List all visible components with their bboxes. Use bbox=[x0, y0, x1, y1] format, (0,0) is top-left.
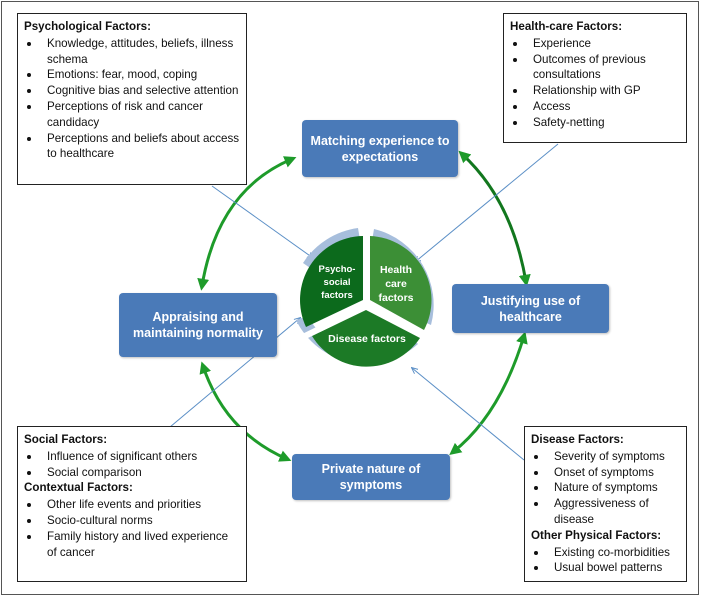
pie-psycho-line1: Psycho- bbox=[319, 264, 356, 275]
social-factors-box: Social Factors: Influence of significant… bbox=[17, 426, 247, 582]
pie-separator-left bbox=[301, 303, 368, 340]
disease-factors-box: Disease Factors: Severity of symptoms On… bbox=[524, 426, 687, 582]
pie-separator-right bbox=[364, 303, 430, 340]
healthcare-title: Health-care Factors: bbox=[510, 20, 623, 33]
contextual-list: Other life events and priorities Socio-c… bbox=[24, 497, 240, 560]
pie-psychosocial bbox=[300, 236, 363, 327]
list-item: Perceptions and beliefs about access to … bbox=[24, 131, 240, 163]
list-item: Family history and lived experience of c… bbox=[24, 529, 240, 561]
psychological-list: Knowledge, attitudes, beliefs, illness s… bbox=[24, 36, 240, 162]
arc-matching-appraising bbox=[197, 156, 297, 291]
pie-psycho-line3: factors bbox=[321, 290, 353, 301]
social-title: Social Factors: bbox=[24, 433, 108, 446]
list-item: Other life events and priorities bbox=[24, 497, 240, 513]
arc-appraising-private bbox=[199, 361, 292, 462]
list-item: Safety-netting bbox=[510, 115, 680, 131]
list-item: Access bbox=[510, 99, 680, 115]
connector-social bbox=[169, 318, 300, 428]
list-item: Aggressiveness of disease bbox=[531, 496, 680, 528]
list-item: Social comparison bbox=[24, 465, 240, 481]
list-item: Knowledge, attitudes, beliefs, illness s… bbox=[24, 36, 240, 68]
disease-title: Disease Factors: bbox=[531, 433, 624, 446]
pie-disease bbox=[312, 310, 420, 367]
stage-matching-experience: Matching experience to expectations bbox=[302, 120, 458, 177]
disease-list: Severity of symptoms Onset of symptoms N… bbox=[531, 449, 680, 528]
connector-psychological bbox=[211, 185, 313, 258]
arc-matching-justifying bbox=[458, 150, 531, 287]
pie-disease-label: Disease factors bbox=[328, 333, 406, 345]
list-item: Onset of symptoms bbox=[531, 465, 680, 481]
list-item: Influence of significant others bbox=[24, 449, 240, 465]
stage-justifying-healthcare: Justifying use of healthcare bbox=[452, 284, 609, 333]
list-item: Existing co-morbidities bbox=[531, 545, 680, 561]
pie-health-line2: care bbox=[385, 278, 407, 290]
list-item: Cognitive bias and selective attention bbox=[24, 83, 240, 99]
pie-health-line3: factors bbox=[378, 292, 413, 304]
other-physical-title: Other Physical Factors: bbox=[531, 528, 662, 542]
healthcare-list: Experience Outcomes of previous consulta… bbox=[510, 36, 680, 131]
list-item: Socio-cultural norms bbox=[24, 513, 240, 529]
pie-health-line1: Health bbox=[380, 264, 412, 276]
list-item: Emotions: fear, mood, coping bbox=[24, 67, 240, 83]
psychological-factors-box: Psychological Factors: Knowledge, attitu… bbox=[17, 13, 247, 185]
stage-private-symptoms: Private nature of symptoms bbox=[292, 454, 450, 500]
list-item: Relationship with GP bbox=[510, 83, 680, 99]
connector-disease bbox=[412, 368, 525, 461]
list-item: Severity of symptoms bbox=[531, 449, 680, 465]
other-physical-list: Existing co-morbidities Usual bowel patt… bbox=[531, 545, 680, 577]
connector-healthcare bbox=[415, 143, 559, 262]
list-item: Experience bbox=[510, 36, 680, 52]
pie-healthcare bbox=[370, 236, 432, 330]
list-item: Perceptions of risk and cancer candidacy bbox=[24, 99, 240, 131]
arc-justifying-private bbox=[449, 331, 528, 455]
stage-appraising-normality: Appraising and maintaining normality bbox=[119, 293, 277, 357]
list-item: Nature of symptoms bbox=[531, 480, 680, 496]
psychological-title: Psychological Factors: bbox=[24, 20, 151, 33]
list-item: Outcomes of previous consultations bbox=[510, 52, 680, 84]
healthcare-factors-box: Health-care Factors: Experience Outcomes… bbox=[503, 13, 687, 143]
social-list: Influence of significant others Social c… bbox=[24, 449, 240, 481]
list-item: Usual bowel patterns bbox=[531, 560, 680, 576]
pie-psycho-line2: social bbox=[324, 277, 351, 288]
contextual-title: Contextual Factors: bbox=[24, 481, 133, 495]
